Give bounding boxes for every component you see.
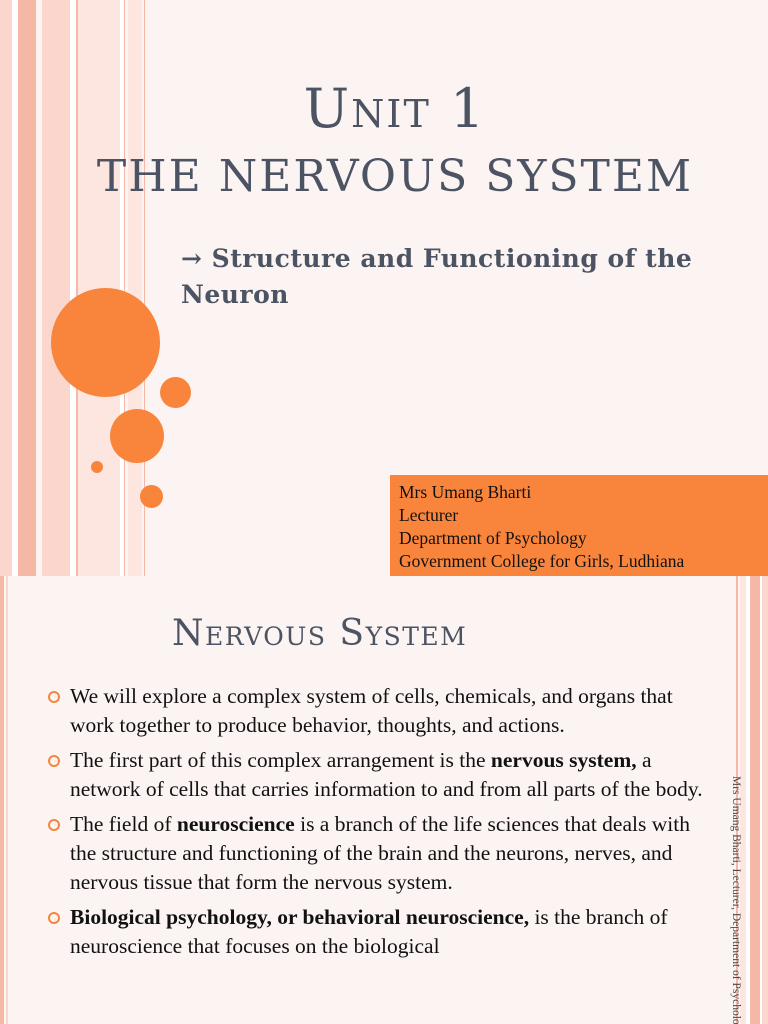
decorative-stripe (6, 576, 8, 1024)
bullet-list: We will explore a complex system of cell… (46, 682, 711, 967)
decorative-stripe (144, 0, 145, 576)
bullet-term: Biological psychology, or behavioral neu… (70, 905, 530, 929)
decorative-stripe (746, 576, 750, 1024)
bullet-circle-icon (48, 819, 60, 831)
author-role: Lecturer (399, 505, 459, 525)
decorative-stripe (42, 0, 70, 576)
bullet-circle-icon (48, 755, 60, 767)
slide-subtitle: → Structure and Functioning of the Neuro… (181, 241, 701, 313)
bullet-text: The field of (70, 812, 177, 836)
author-name: Mrs Umang Bharti (399, 482, 532, 502)
arrow-icon: → (181, 244, 203, 273)
list-item: Biological psychology, or behavioral neu… (46, 903, 711, 961)
bullet-term: nervous system, (490, 748, 637, 772)
decorative-circle-tiny (91, 461, 103, 473)
decorative-stripe (740, 576, 746, 1024)
decorative-stripe (124, 0, 125, 576)
decorative-stripe (750, 576, 760, 1024)
slide-subtitle-heading: THE NERVOUS SYSTEM (96, 151, 694, 202)
decorative-stripe (12, 0, 18, 576)
decorative-stripe (76, 0, 78, 576)
bullet-text: is the branch of neuroscience that focus… (70, 905, 668, 958)
bullet-circle-icon (48, 691, 60, 703)
list-item: The field of neuroscience is a branch of… (46, 810, 711, 897)
decorative-stripe (70, 0, 76, 576)
decorative-circle-medium (110, 409, 164, 463)
decorative-stripe (736, 576, 738, 1024)
bullet-text: a network of cells that carries informat… (70, 748, 703, 801)
decorative-stripe (0, 0, 12, 576)
bullet-text: The first part of this complex arrangeme… (70, 748, 491, 772)
decorative-circle-large (51, 288, 160, 397)
decorative-stripe (18, 0, 36, 576)
list-item: The first part of this complex arrangeme… (46, 746, 711, 804)
bullet-text: We will explore a complex system of cell… (70, 684, 673, 737)
decorative-circle-small (160, 377, 191, 408)
title-slide: Unit 1 THE NERVOUS SYSTEM → Structure an… (0, 0, 768, 576)
slide-title: Nervous System (172, 613, 468, 654)
side-footer-note: Mrs Umang Bharti, Lecturer, Department o… (730, 776, 742, 1024)
subtitle-text: Structure and Functioning of the Neuron (181, 244, 693, 309)
slide-title: Unit 1 (303, 77, 487, 140)
author-college: Government College for Girls, Ludhiana (399, 551, 685, 571)
bullet-circle-icon (48, 912, 60, 924)
decorative-stripe (0, 576, 4, 1024)
bullet-text: is a branch of the life sciences that de… (70, 812, 690, 894)
decorative-stripe (760, 576, 762, 1024)
author-department: Department of Psychology (399, 528, 587, 548)
decorative-stripe (120, 0, 124, 576)
author-info-box: Mrs Umang Bharti Lecturer Department of … (390, 475, 768, 576)
list-item: We will explore a complex system of cell… (46, 682, 711, 740)
bullet-term: neuroscience (176, 812, 295, 836)
content-slide: Nervous System We will explore a complex… (0, 576, 768, 1024)
decorative-stripe (762, 576, 768, 1024)
decorative-stripe (36, 0, 42, 576)
decorative-circle-small (140, 485, 163, 508)
